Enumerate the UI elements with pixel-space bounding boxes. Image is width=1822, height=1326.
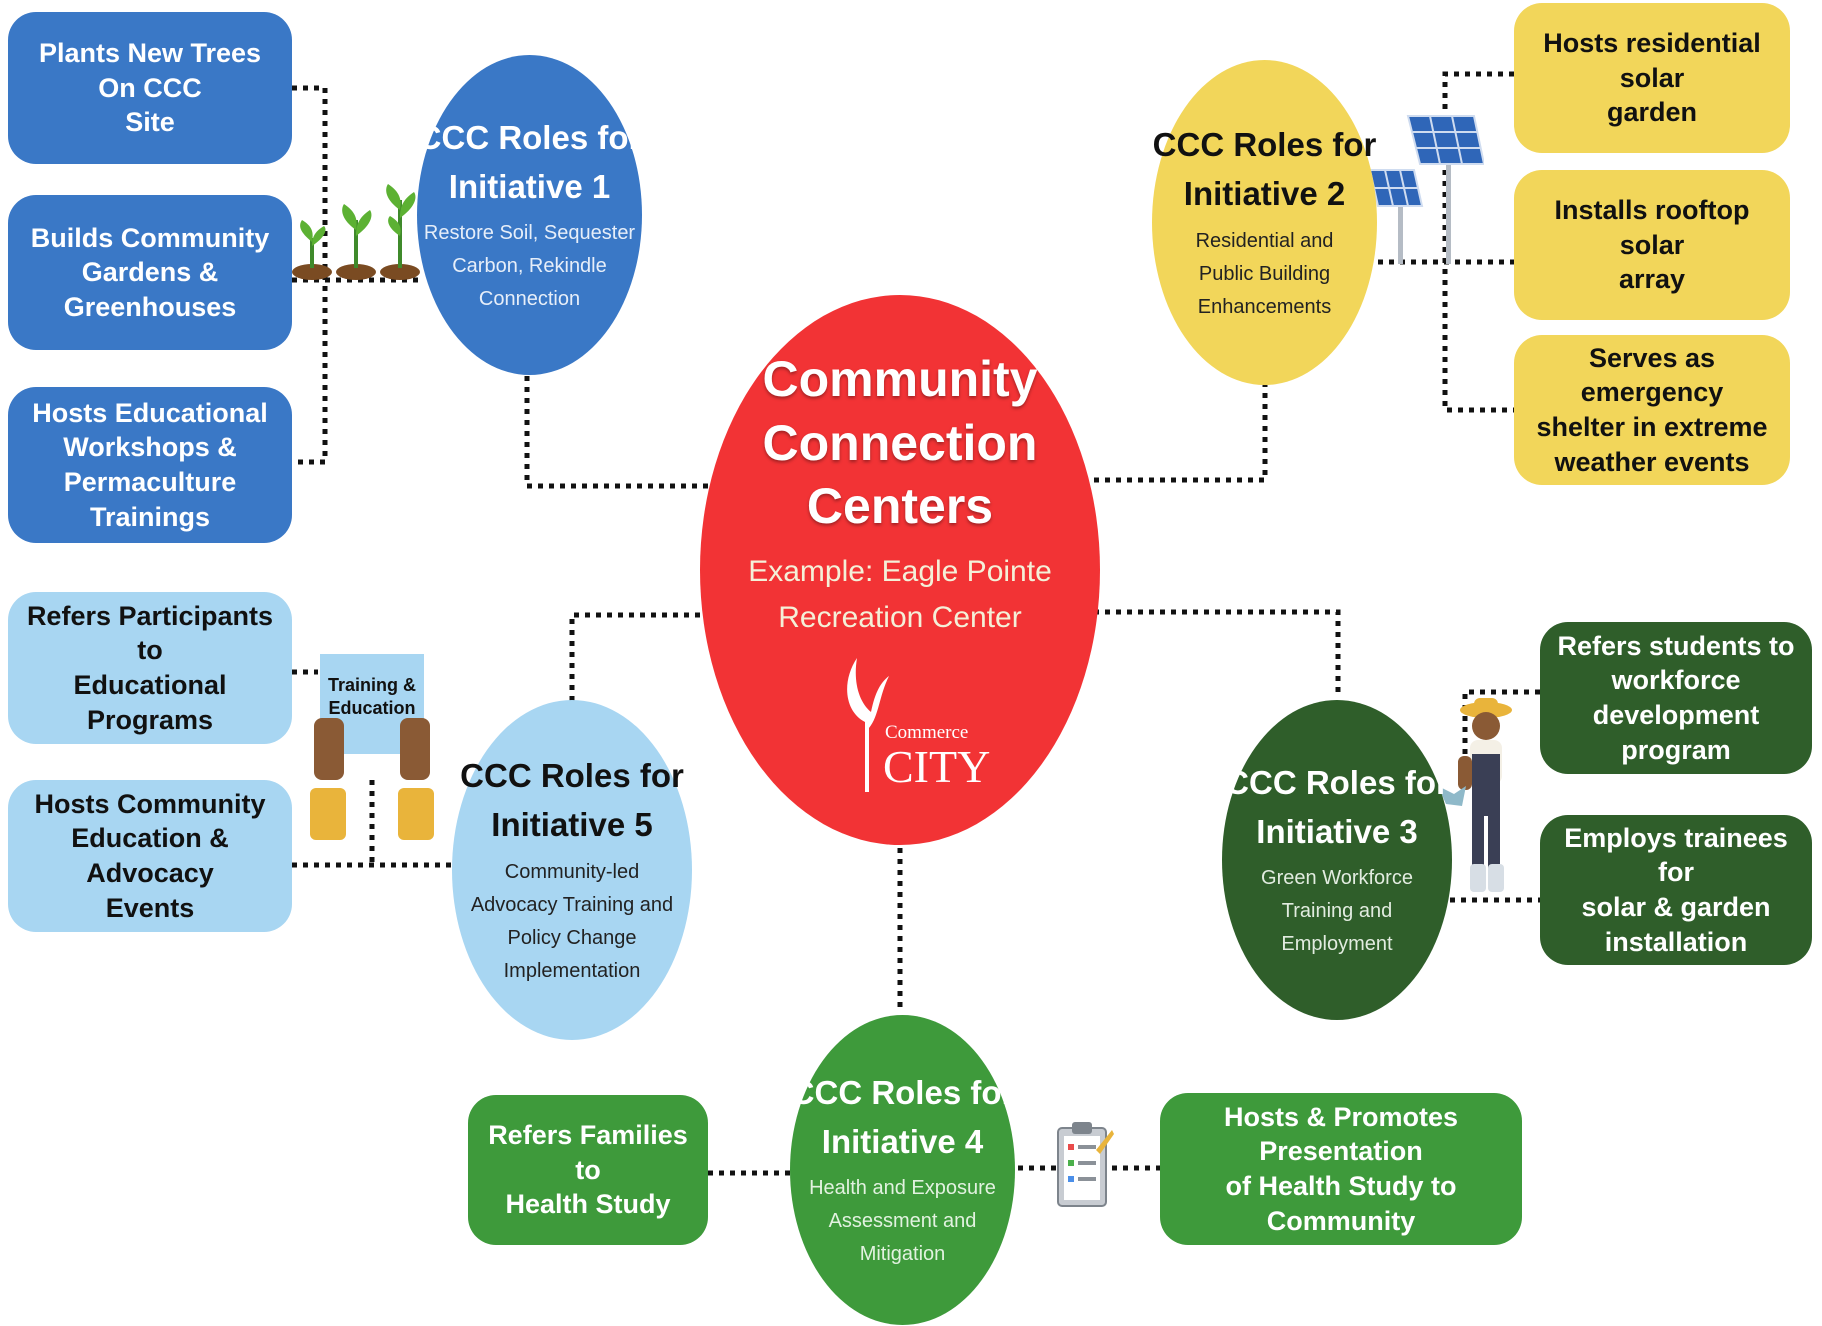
role-refers-students: Refers students to workforce development… — [1540, 622, 1812, 774]
hub-title: Community Connection Centers — [762, 351, 1038, 535]
role-serves-as-emergency-shelter: Serves as emergency shelter in extreme w… — [1514, 335, 1790, 485]
sign-text: Training & Education — [327, 675, 416, 718]
initiative-2-circle: CCC Roles for Initiative 2 Residential a… — [1152, 60, 1377, 385]
role-builds-community-gardens: Builds Community Gardens & Greenhouses — [8, 195, 292, 350]
role-hosts-educational-workshops: Hosts Educational Workshops & Permacultu… — [8, 387, 292, 543]
seedling-icon — [292, 184, 420, 280]
role-hosts-health-study-presentation: Hosts & Promotes Presentation of Health … — [1160, 1093, 1522, 1245]
connector-initiative-3-roles — [1462, 689, 1540, 780]
initiative-2-title: CCC Roles for Initiative 2 — [1152, 126, 1377, 212]
initiative-3-circle: CCC Roles for Initiative 3 Green Workfor… — [1222, 700, 1452, 1020]
initiative-5-subtitle: Community-led Advocacy Training and Poli… — [470, 860, 674, 982]
commerce-city-logo: Commerce CITY — [835, 652, 990, 792]
connector-initiative-2-roles — [1442, 71, 1514, 413]
role-hosts-community-education: Hosts Community Education & Advocacy Eve… — [8, 780, 292, 932]
initiative-1-title: CCC Roles for Initiative 1 — [417, 118, 642, 205]
connector-hub-initiative-1 — [524, 355, 708, 489]
initiative-3-title: CCC Roles for Initiative 3 — [1225, 763, 1449, 850]
initiative-4-circle: CCC Roles for Initiative 4 Health and Ex… — [790, 1015, 1015, 1325]
logo-commerce-text: Commerce — [885, 721, 969, 743]
initiative-4-subtitle: Health and Exposure Assessment and Mitig… — [809, 1177, 996, 1266]
role-refers-families: Refers Families to Health Study — [468, 1095, 708, 1245]
role-hosts-residential-solar-garden: Hosts residential solar garden — [1514, 3, 1790, 153]
sign-icon: Training & Education — [306, 652, 438, 862]
community-connection-centers-hub: Community Connection Centers Example: Ea… — [700, 295, 1100, 845]
logo-city-text: CITY — [883, 740, 991, 792]
hub-subtitle: Example: Eagle Pointe Recreation Center — [748, 554, 1052, 635]
initiative-3-subtitle: Green Workforce Training and Employment — [1261, 867, 1413, 956]
role-installs-rooftop-solar: Installs rooftop solar array — [1514, 170, 1790, 320]
initiative-4-title: CCC Roles for Initiative 4 — [790, 1073, 1015, 1160]
connector-hub-initiative-2 — [1094, 370, 1268, 483]
solar-panel-icon — [1368, 115, 1484, 264]
role-refers-participants: Refers Participants to Educational Progr… — [8, 592, 292, 744]
initiative-5-title: CCC Roles for Initiative 5 — [460, 757, 684, 843]
initiative-5-circle: CCC Roles for Initiative 5 Community-led… — [452, 700, 692, 1040]
farmer-icon — [1438, 698, 1512, 892]
initiative-2-subtitle: Residential and Public Building Enhancem… — [1195, 229, 1334, 318]
initiative-1-subtitle: Restore Soil, Sequester Carbon, Rekindle… — [423, 222, 636, 311]
role-plants-new-trees: Plants New Trees On CCC Site — [8, 12, 292, 164]
connector-hub-initiative-5 — [569, 612, 700, 708]
connector-hub-initiative-3 — [1094, 609, 1341, 692]
role-employs-trainees: Employs trainees for solar & garden inst… — [1540, 815, 1812, 965]
clipboard-icon — [1057, 1122, 1114, 1207]
initiative-1-circle: CCC Roles for Initiative 1 Restore Soil,… — [417, 55, 642, 375]
